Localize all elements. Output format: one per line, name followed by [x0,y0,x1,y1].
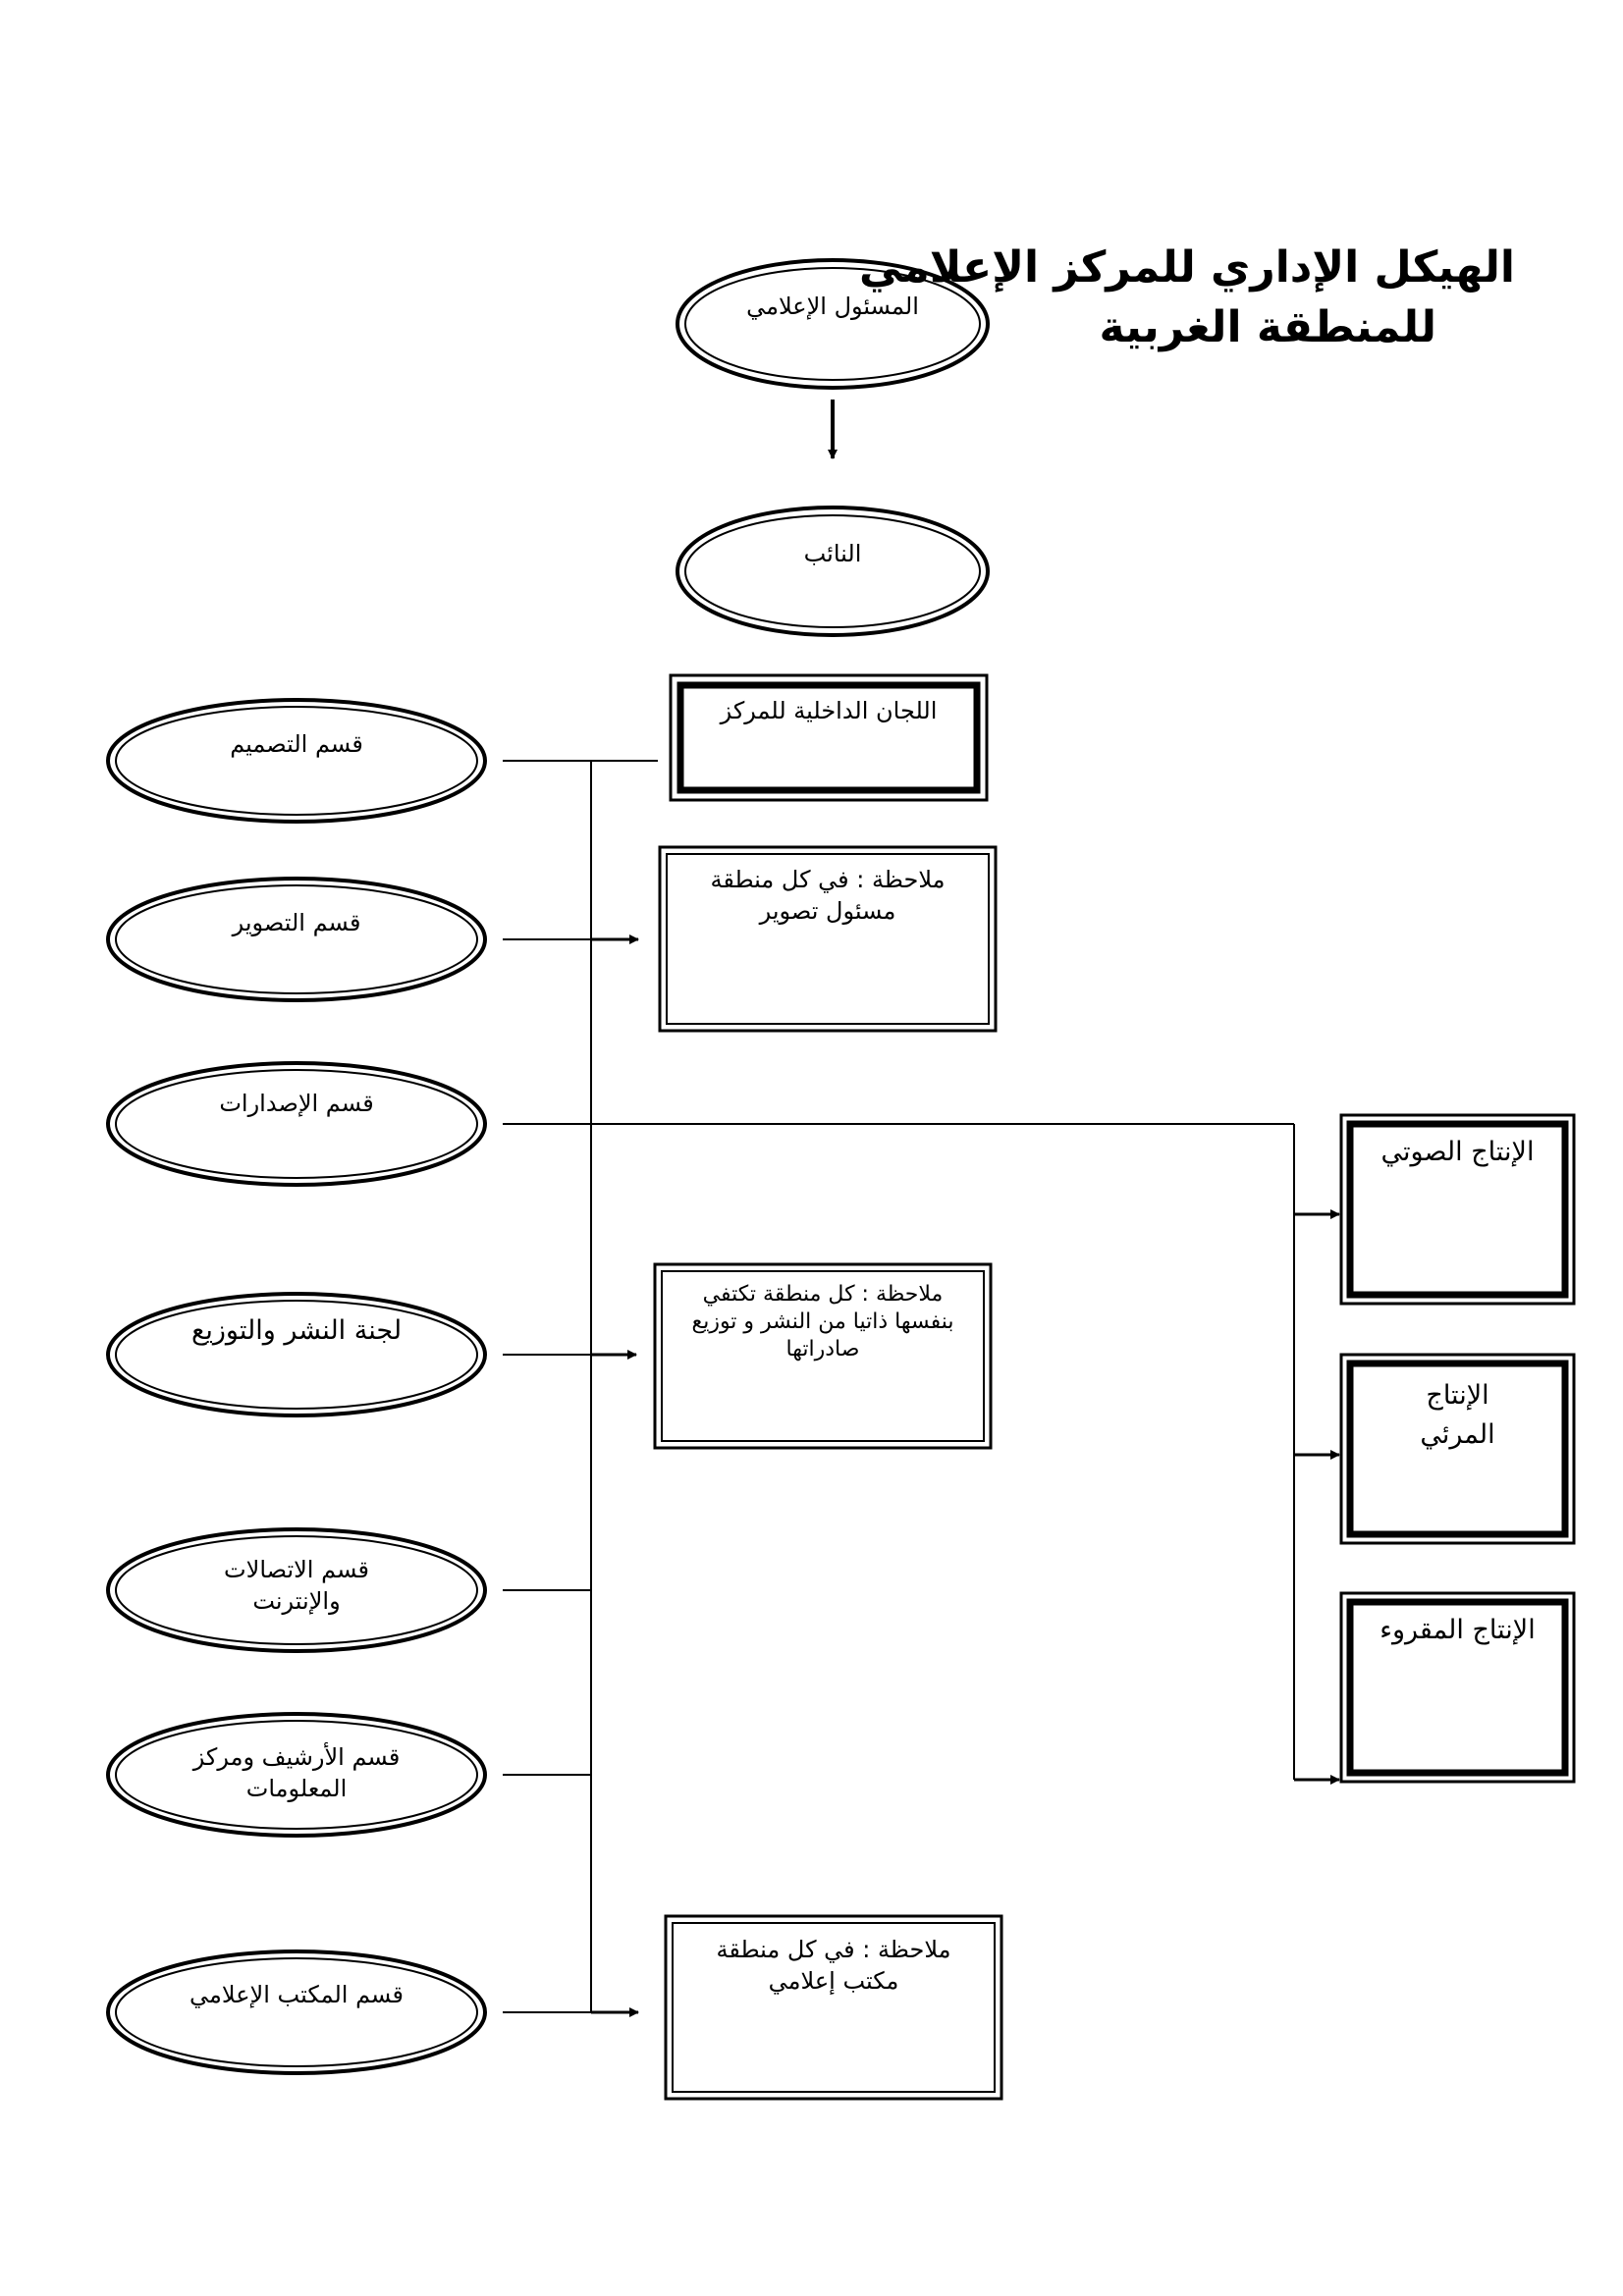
connectors [503,760,1295,2013]
office-note-text: ملاحظة : في كل منطقة مكتب إعلامي [716,1936,951,1995]
print-box [1339,1591,1576,1784]
committees-box [669,673,989,802]
head-node [676,258,990,390]
visual-label: الإنتاج المرئي [1420,1380,1495,1450]
photo-label: قسم التصوير [232,909,361,936]
telecom-label: قسم الاتصالات والإنترنت [224,1556,369,1615]
archive-label: قسم الأرشيف ومركز المعلومات [192,1743,401,1802]
publications-label: قسم الإصدارات [219,1090,374,1117]
archive-node [106,1712,487,1838]
committees-label: اللجان الداخلية للمركز [720,697,938,724]
design-label: قسم التصميم [230,730,363,758]
deputy-node [676,506,990,637]
audio-label: الإنتاج الصوتي [1380,1137,1535,1167]
chart-title-line2: للمنطقة الغربية [1099,302,1436,352]
photo-note-box [658,845,998,1033]
arrows [591,934,1340,2017]
chart-title-line1: الهيكل الإداري للمركز الإعلامي [859,242,1515,293]
distribution-label: لجنة النشر والتوزيع [190,1315,403,1346]
print-label: الإنتاج المقروء [1380,1615,1536,1645]
audio-box [1339,1113,1576,1306]
media-office-label: قسم المكتب الإعلامي [189,1981,404,2008]
office-note-box [664,1914,1003,2101]
distribution-node [106,1292,487,1417]
distribution-note-box [653,1262,993,1450]
photo-note-text: ملاحظة : في كل منطقة مسئول تصوير [710,866,946,925]
media-office-node [106,1949,487,2075]
photo-node [106,877,487,1002]
visual-box [1339,1353,1576,1545]
head-label: المسئول الإعلامي [746,293,919,320]
publications-node [106,1061,487,1187]
telecom-node [106,1527,487,1653]
distribution-note-text: ملاحظة : كل منطقة تكتفي بنفسها ذاتيا من … [691,1282,954,1362]
design-node [106,698,487,824]
deputy-label: النائب [803,540,862,567]
